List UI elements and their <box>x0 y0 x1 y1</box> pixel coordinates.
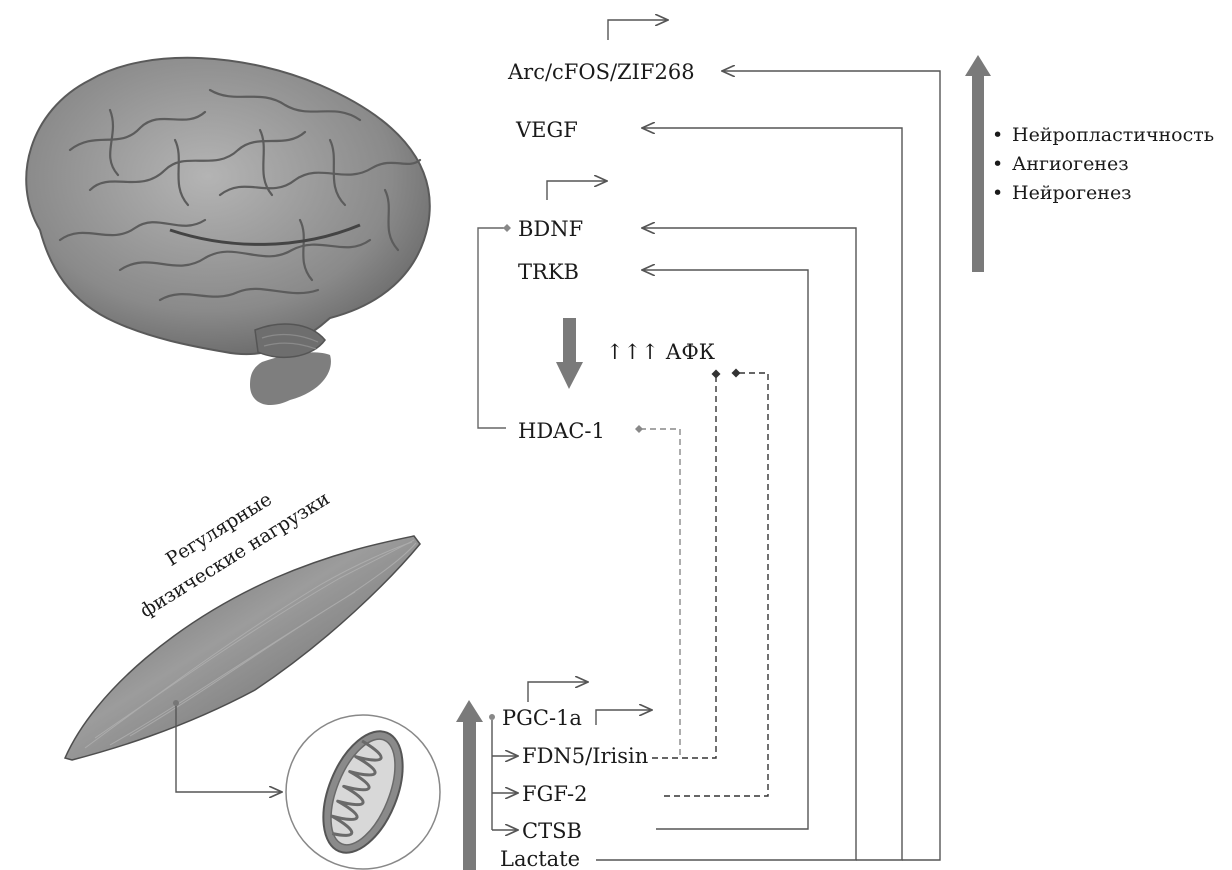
effect-bullet: • <box>992 124 1003 146</box>
label-irisin: FDN5/Irisin <box>522 744 648 768</box>
label-vegf: VEGF <box>515 118 578 142</box>
mitochondrion-icon <box>286 715 440 869</box>
effect-bullet: • <box>992 153 1003 175</box>
label-bdnf: BDNF <box>518 217 583 241</box>
pgc-transcription-arrow <box>596 710 652 725</box>
pgc-origin-dot <box>489 714 495 720</box>
label-ctsb: CTSB <box>522 819 582 843</box>
effect-neurogenesis: Нейрогенез <box>1012 182 1132 204</box>
irisin-inhibits-hdac-dashed <box>639 429 680 755</box>
label-trkb: TRKB <box>518 260 579 284</box>
big-down-arrow-ros <box>556 318 583 389</box>
effect-angiogenesis: Ангиогенез <box>1012 153 1129 175</box>
hdac-inhibits-bdnf-line <box>478 228 507 428</box>
label-arc-cfos-zif268: Arc/cFOS/ZIF268 <box>507 60 695 84</box>
lactate-to-vegf-line <box>642 128 902 860</box>
transcription-arrow-arc <box>608 20 668 40</box>
label-hdac-1: HDAC-1 <box>518 419 605 443</box>
transcription-arrow-pgc <box>528 682 588 702</box>
big-up-arrow-lactate <box>456 700 483 870</box>
transcription-arrow-bdnf <box>547 181 607 200</box>
label-ros: ↑↑↑ АФК <box>606 340 715 364</box>
big-up-arrow-effects <box>965 55 991 272</box>
effect-neuroplasticity: Нейропластичность <box>1012 124 1214 146</box>
irisin-inhibits-ros-dashed <box>652 374 716 758</box>
effect-bullet: • <box>992 182 1003 204</box>
effects-list: • Нейропластичность • Ангиогенез • Нейро… <box>992 124 1214 204</box>
label-lactate: Lactate <box>500 847 580 870</box>
label-fgf-2: FGF-2 <box>522 782 587 806</box>
label-pgc-1a: PGC-1a <box>502 706 582 730</box>
brain-illustration <box>26 58 430 405</box>
lactate-to-arc-line <box>722 71 940 860</box>
